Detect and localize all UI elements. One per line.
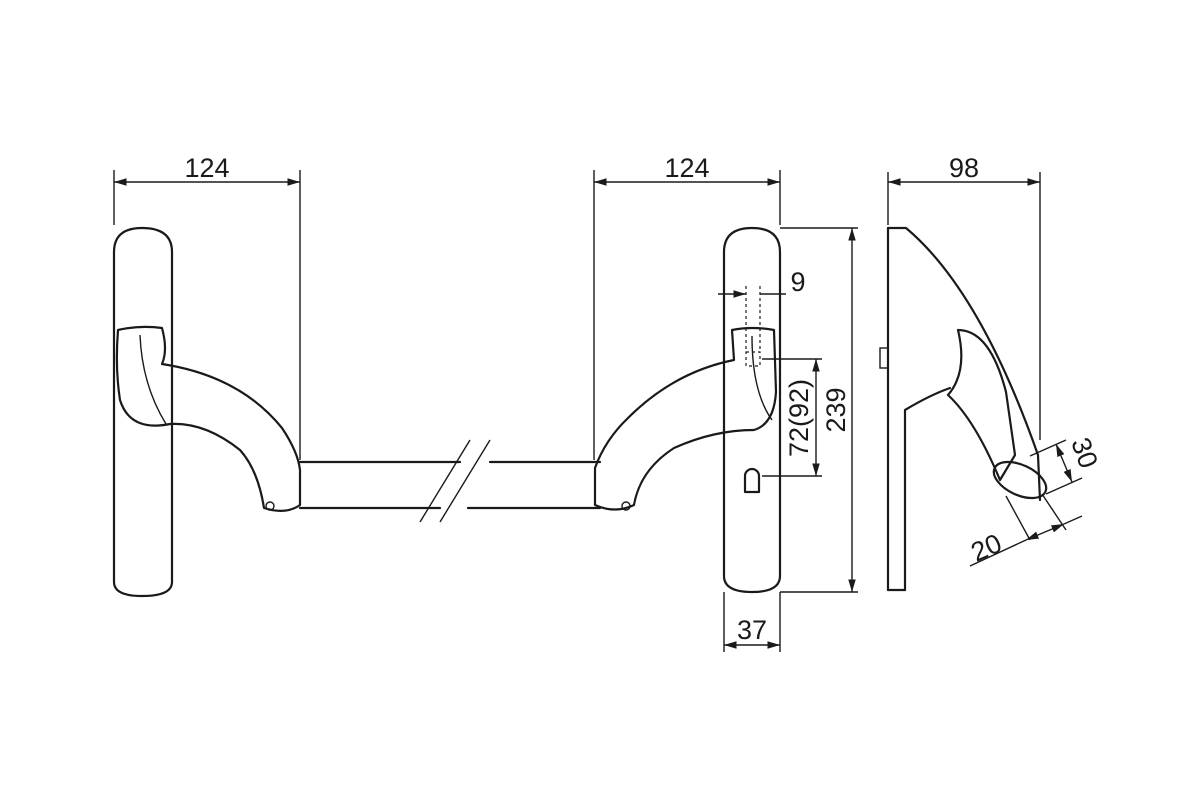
ext-line bbox=[1029, 439, 1067, 457]
left-handle-view bbox=[112, 226, 302, 598]
break-line-1 bbox=[419, 439, 471, 523]
right-screw bbox=[621, 501, 631, 511]
left-lever-arm bbox=[115, 325, 302, 512]
side-spindle-stub bbox=[879, 347, 889, 369]
ext-line bbox=[1045, 477, 1083, 495]
dim-side-depth: 98 bbox=[949, 153, 979, 183]
dim-spindle: 9 bbox=[790, 267, 805, 297]
dim-plate-width: 37 bbox=[737, 615, 767, 645]
side-grip-end bbox=[992, 460, 1048, 500]
left-backplate bbox=[112, 226, 174, 598]
right-backplate bbox=[722, 226, 782, 594]
left-arm-detail bbox=[139, 334, 167, 425]
dim-grip-width: 20 bbox=[967, 528, 1007, 568]
break-line-2 bbox=[439, 439, 491, 523]
dim-grip-height: 30 bbox=[1065, 434, 1103, 472]
side-lever bbox=[946, 328, 1017, 482]
spindle-square bbox=[745, 351, 761, 367]
dimensions: 124 124 98 9 72(92) 239 37 bbox=[113, 153, 1104, 652]
right-arm-detail bbox=[751, 335, 773, 421]
dim-grip-width-leader bbox=[969, 539, 1027, 567]
side-plate-front bbox=[903, 386, 952, 592]
connecting-bar bbox=[298, 439, 602, 523]
dim-plate-height: 239 bbox=[821, 387, 851, 432]
left-screw bbox=[265, 501, 275, 511]
dim-right-width: 124 bbox=[664, 153, 709, 183]
dim-grip-width-tail bbox=[1063, 515, 1083, 525]
dim-left-width: 124 bbox=[184, 153, 229, 183]
side-view bbox=[879, 226, 1048, 592]
right-lever-arm bbox=[593, 326, 778, 511]
ext-line bbox=[1005, 495, 1031, 541]
side-backplate bbox=[886, 226, 1042, 502]
dim-grip-height-line bbox=[1055, 443, 1073, 483]
dim-centers: 72(92) bbox=[784, 379, 814, 457]
cylinder-keyhole bbox=[743, 467, 761, 494]
right-handle-view bbox=[593, 226, 782, 594]
dim-grip-width-line bbox=[1025, 523, 1065, 541]
